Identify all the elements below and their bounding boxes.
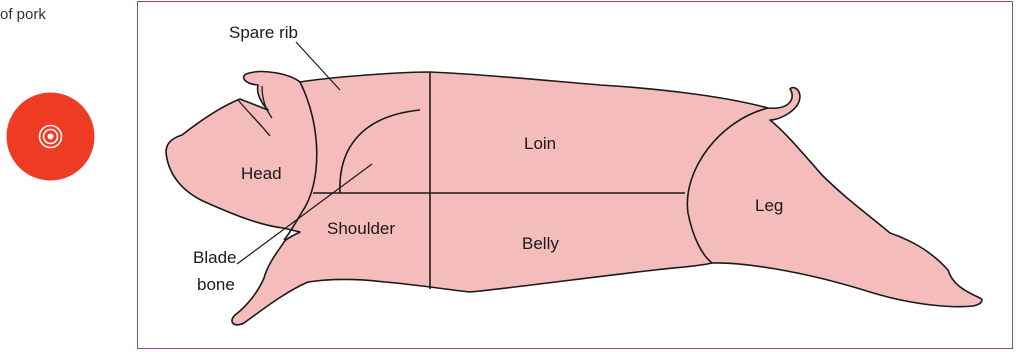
label-blade-line2: bone [197,275,235,294]
label-shoulder: Shoulder [327,219,395,238]
pig-body [166,72,982,325]
label-head: Head [241,164,282,183]
label-loin: Loin [524,134,556,153]
label-belly: Belly [522,234,559,253]
label-spare-rib: Spare rib [229,23,298,42]
label-blade-line1: Blade [193,248,236,267]
label-leg: Leg [755,196,783,215]
